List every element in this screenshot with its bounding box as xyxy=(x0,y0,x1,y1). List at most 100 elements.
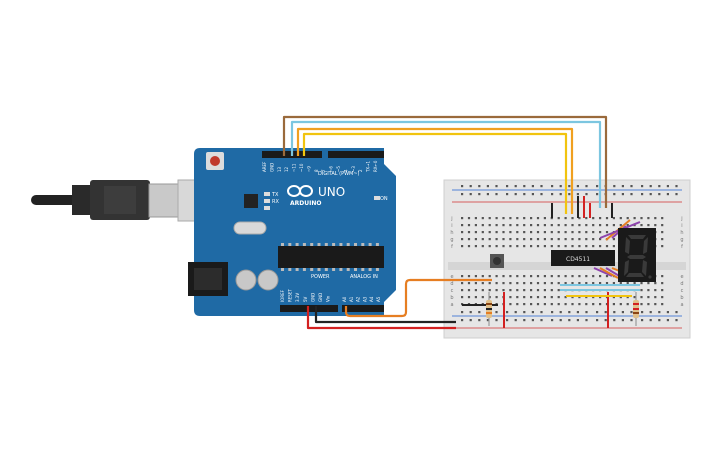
breadboard-hole xyxy=(550,217,553,220)
pin-label: A4 xyxy=(369,296,374,302)
breadboard-hole xyxy=(640,282,643,285)
wire-yellow-pin10 xyxy=(302,132,568,214)
breadboard-hole xyxy=(495,217,498,220)
breadboard-hole xyxy=(592,296,595,299)
breadboard-hole xyxy=(509,245,512,248)
breadboard-hole xyxy=(516,282,519,285)
breadboard-hole xyxy=(599,282,602,285)
rail-hole xyxy=(514,185,517,188)
breadboard-hole xyxy=(640,303,643,306)
breadboard-hole xyxy=(654,282,657,285)
breadboard-hole xyxy=(585,224,588,227)
rail-hole xyxy=(675,193,678,196)
row-letter: i xyxy=(681,223,682,229)
breadboard-hole xyxy=(661,238,664,241)
breadboard-hole xyxy=(502,217,505,220)
breadboard-hole xyxy=(578,303,581,306)
breadboard-hole xyxy=(654,224,657,227)
breadboard-hole xyxy=(530,231,533,234)
row-letter: a xyxy=(680,302,683,308)
breadboard-hole xyxy=(633,217,636,220)
breadboard-hole xyxy=(585,275,588,278)
breadboard-hole xyxy=(564,224,567,227)
breadboard-hole xyxy=(661,303,664,306)
breadboard-hole xyxy=(536,245,540,248)
breadboard-hole xyxy=(530,238,533,241)
breadboard-hole xyxy=(592,231,595,234)
rail-hole xyxy=(630,311,633,314)
rail-hole xyxy=(531,319,534,322)
breadboard-hole xyxy=(571,224,574,227)
pin-label: 7 xyxy=(321,169,326,172)
rail-hole xyxy=(506,193,509,196)
breadboard-hole xyxy=(640,217,643,220)
rail-hole xyxy=(568,319,571,322)
row-letter: a xyxy=(450,302,453,308)
rail-hole xyxy=(641,193,644,196)
rail-hole xyxy=(649,185,652,188)
atmega-chip xyxy=(278,246,384,268)
breadboard-hole xyxy=(536,303,540,306)
breadboard-hole xyxy=(661,245,664,248)
breadboard-hole xyxy=(516,245,519,248)
rail-hole xyxy=(666,319,669,322)
rail-hole xyxy=(523,193,526,196)
breadboard-hole xyxy=(599,238,602,241)
rail-hole xyxy=(469,193,472,196)
rail-hole xyxy=(658,319,661,322)
rail-hole xyxy=(630,319,633,322)
rail-hole xyxy=(675,311,678,314)
breadboard-hole xyxy=(599,303,602,306)
breadboard-hole xyxy=(585,303,588,306)
breadboard-hole xyxy=(585,231,588,234)
breadboard-hole xyxy=(647,217,650,220)
pin-label: A3 xyxy=(362,296,367,302)
breadboard-hole xyxy=(523,217,526,220)
rail-hole xyxy=(531,193,534,196)
breadboard-hole xyxy=(536,224,540,227)
breadboard-hole xyxy=(605,275,609,278)
row-letter: c xyxy=(681,288,684,294)
rail-hole xyxy=(675,185,678,188)
breadboard-hole xyxy=(661,275,664,278)
breadboard-hole xyxy=(633,282,636,285)
pin-label: AREF xyxy=(262,161,267,172)
rail-hole xyxy=(461,185,464,188)
resistor-1 xyxy=(486,292,492,326)
breadboard-hole xyxy=(612,303,615,306)
pin-label: Vin xyxy=(326,295,331,302)
rail-hole xyxy=(469,311,472,314)
rail-hole xyxy=(486,319,489,322)
breadboard-hole xyxy=(543,296,546,299)
breadboard-hole xyxy=(612,238,615,241)
rail-hole xyxy=(551,311,554,314)
breadboard-hole xyxy=(495,296,498,299)
row-letter: e xyxy=(680,274,683,280)
breadboard-hole xyxy=(619,282,622,285)
breadboard-hole xyxy=(557,238,560,241)
breadboard-hole xyxy=(578,238,581,241)
breadboard-hole xyxy=(599,245,602,248)
breadboard-hole xyxy=(550,289,553,292)
breadboard-hole xyxy=(530,303,533,306)
breadboard-hole xyxy=(571,275,574,278)
rail-hole xyxy=(523,311,526,314)
breadboard-hole xyxy=(543,275,546,278)
breadboard-hole xyxy=(509,231,512,234)
breadboard-hole xyxy=(585,217,588,220)
breadboard-hole xyxy=(488,217,491,220)
rail-hole xyxy=(540,319,543,322)
rail-hole xyxy=(478,311,481,314)
breadboard-hole xyxy=(592,303,595,306)
rail-hole xyxy=(576,185,579,188)
breadboard-hole xyxy=(516,224,519,227)
breadboard-hole xyxy=(557,282,560,285)
breadboard-hole xyxy=(550,275,553,278)
breadboard-hole xyxy=(557,217,560,220)
breadboard-hole xyxy=(619,217,622,220)
breadboard-hole xyxy=(550,245,553,248)
breadboard-hole xyxy=(523,238,526,241)
breadboard-hole xyxy=(461,296,464,299)
rail-hole xyxy=(568,193,571,196)
breadboard-hole xyxy=(461,245,464,248)
